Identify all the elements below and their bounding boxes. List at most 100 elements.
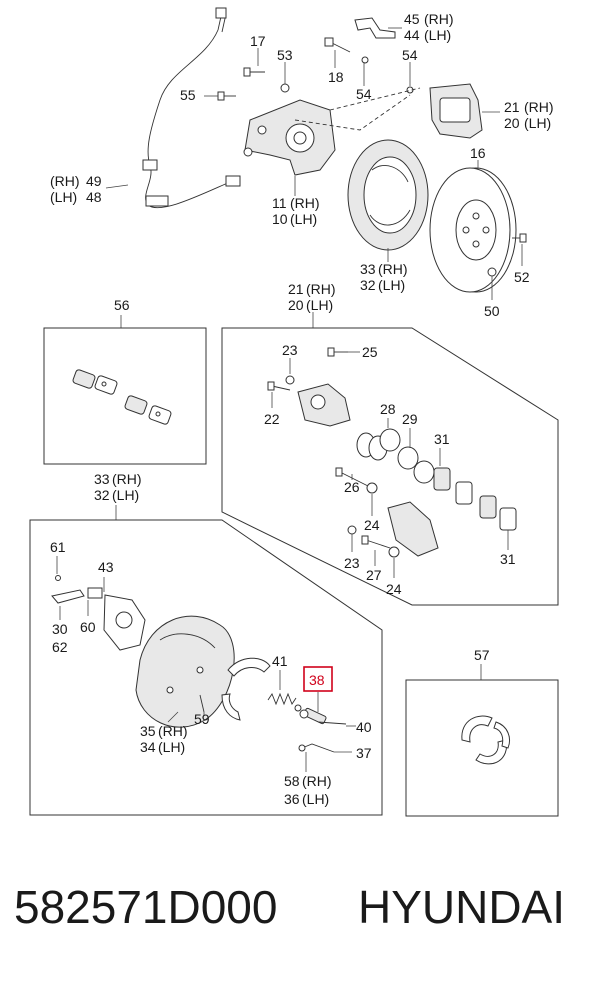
return-spring (267, 692, 297, 706)
callout-10-lh: (LH) (290, 211, 317, 227)
top-assembly (142, 7, 527, 293)
callout-21-top-rh: (RH) (524, 99, 554, 115)
pad-kit-box (43, 315, 207, 465)
caliper-body (297, 383, 351, 427)
callout-34-lh: (LH) (158, 739, 185, 755)
parking-brake-box (29, 505, 383, 816)
callout-20-top-lh: (LH) (524, 115, 551, 131)
brake-pad-set (72, 369, 172, 425)
callout-33-top-rh: (RH) (378, 261, 408, 277)
callout-43: 43 (98, 559, 114, 575)
callout-55: 55 (180, 87, 196, 103)
callout-58: 58 (284, 773, 300, 789)
caliper-leaders (271, 351, 509, 578)
cable-clip (145, 195, 169, 207)
callout-59: 59 (194, 711, 210, 727)
adjuster-part-38 (299, 707, 327, 725)
callout-54-lower: 54 (356, 86, 372, 102)
callout-40: 40 (356, 719, 372, 735)
parking-lever (51, 589, 85, 604)
callout-31-upper: 31 (434, 431, 450, 447)
callout-33-box-rh: (RH) (112, 471, 142, 487)
callout-23-upper: 23 (282, 342, 298, 358)
callout-57: 57 (474, 647, 490, 663)
callout-17: 17 (250, 33, 266, 49)
callout-49-rh: (RH) (50, 173, 80, 189)
callout-53: 53 (277, 47, 293, 63)
callout-54-upper: 54 (402, 47, 418, 63)
callout-36: 36 (284, 791, 300, 807)
callout-37: 37 (356, 745, 372, 761)
sensor-connector (215, 7, 227, 19)
parking-shoe-kit (461, 715, 493, 743)
top-leaders (105, 27, 523, 300)
callout-29: 29 (402, 411, 418, 427)
callout-32-top: 32 (360, 277, 376, 293)
brake-shoe (227, 657, 271, 677)
piston-seal (379, 428, 401, 452)
callout-41: 41 (272, 653, 288, 669)
callout-56: 56 (114, 297, 130, 313)
callout-25: 25 (362, 344, 378, 360)
callout-20-box-lh: (LH) (306, 297, 333, 313)
caliper-carrier (387, 501, 439, 557)
callout-11-rh: (RH) (290, 195, 320, 211)
callout-33-top: 33 (360, 261, 376, 277)
callout-28: 28 (380, 401, 396, 417)
parking-leaders (56, 556, 356, 772)
callout-50: 50 (484, 303, 500, 319)
callout-27: 27 (366, 567, 382, 583)
callout-38-highlighted: 38 (309, 672, 325, 688)
callout-10: 10 (272, 211, 288, 227)
callout-35-rh: (RH) (158, 723, 188, 739)
callout-48-lh: (LH) (50, 189, 77, 205)
callout-52: 52 (514, 269, 530, 285)
callout-21-box: 21 (288, 281, 304, 297)
callout-45: 45 (404, 11, 420, 27)
callout-11: 11 (272, 195, 287, 211)
callout-23-lower: 23 (344, 555, 360, 571)
speed-sensor-cable (145, 11, 231, 209)
callout-21-top: 21 (504, 99, 520, 115)
callout-61: 61 (50, 539, 66, 555)
parking-backing-plate (135, 615, 235, 728)
dust-boot (397, 446, 419, 470)
callout-20-box: 20 (288, 297, 304, 313)
highlight-box-38 (303, 666, 333, 692)
callout-60: 60 (80, 619, 96, 635)
callout-49: 49 (86, 173, 102, 189)
brand-name: HYUNDAI (358, 881, 566, 933)
callout-62: 62 (52, 639, 68, 655)
callout-33-box: 33 (94, 471, 110, 487)
bracket (354, 17, 396, 39)
callout-labels: 45 (RH) 44 (LH) 17 53 18 54 54 55 21 (RH… (50, 11, 554, 807)
callout-30: 30 (52, 621, 68, 637)
callout-36-lh: (LH) (302, 791, 329, 807)
part-number: 582571D000 (14, 881, 278, 933)
callout-16: 16 (470, 145, 486, 161)
callout-44: 44 (404, 27, 420, 43)
callout-20-top: 20 (504, 115, 520, 131)
cable-clip (142, 159, 158, 171)
callout-31-lower: 31 (500, 551, 516, 567)
callout-21-box-rh: (RH) (306, 281, 336, 297)
callout-35: 35 (140, 723, 156, 739)
callout-18: 18 (328, 69, 344, 85)
callout-44-lh: (LH) (424, 27, 451, 43)
callout-32-top-lh: (LH) (378, 277, 405, 293)
callout-22: 22 (264, 411, 280, 427)
callout-26: 26 (344, 479, 360, 495)
callout-58-rh: (RH) (302, 773, 332, 789)
caliper-box (221, 312, 559, 606)
callout-48: 48 (86, 189, 102, 205)
exploded-parts-diagram: 45 (RH) 44 (LH) 17 53 18 54 54 55 21 (RH… (29, 7, 559, 817)
callout-45-rh: (RH) (424, 11, 454, 27)
sensor-head (225, 175, 241, 187)
part-footer: 582571D000 HYUNDAI (0, 880, 600, 970)
callout-24-lower: 24 (386, 581, 402, 597)
shoe-kit-box (405, 664, 559, 817)
callout-32-box: 32 (94, 487, 110, 503)
callout-32-box-lh: (LH) (112, 487, 139, 503)
callout-24-upper: 24 (364, 517, 380, 533)
callout-34: 34 (140, 739, 156, 755)
